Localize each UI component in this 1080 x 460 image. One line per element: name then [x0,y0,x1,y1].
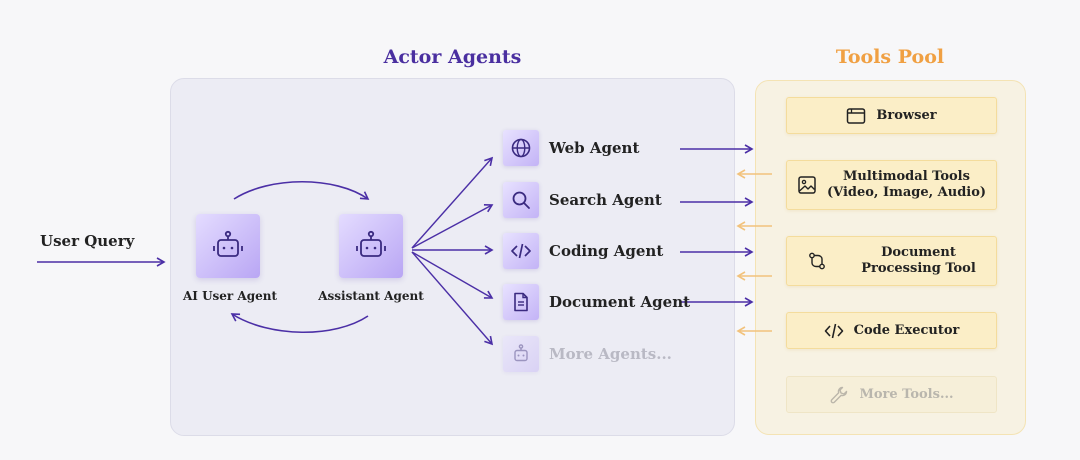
search-icon [512,191,530,209]
ai-user-agent-node [196,214,260,278]
tool-document-line2: Processing Tool [861,261,976,276]
tool-browser-label: Browser [876,107,937,123]
document-agent-node [503,284,539,320]
coding-agent-label: Coding Agent [549,242,664,260]
tool-multimodal-line1: Multimodal Tools [843,169,970,184]
tool-more-label: More Tools... [859,386,954,402]
tool-multimodal: Multimodal Tools (Video, Image, Audio) [786,160,997,210]
assistant-agent-node [339,214,403,278]
tools-pool-title: Tools Pool [835,46,945,68]
fan-arrow-more [411,251,494,346]
tool-document-processing: Document Processing Tool [786,236,997,286]
ai-user-agent-label: AI User Agent [182,289,278,303]
robot-icon [356,230,386,257]
code-icon [824,322,844,340]
tool-browser: Browser [786,97,997,134]
document-agent-label: Document Agent [549,293,691,311]
search-agent-node [503,182,539,218]
tool-document-line1: Document [881,245,956,260]
git-compare-icon [807,251,827,271]
tool-more: More Tools... [786,376,997,413]
tool-multimodal-line2: (Video, Image, Audio) [826,185,987,200]
more-agents-label: More Agents... [549,345,672,363]
fan-arrow-web [411,156,494,249]
tool-code-executor-label: Code Executor [853,322,960,338]
coding-agent-node [503,233,539,269]
fan-arrow-search [411,203,494,249]
web-agent-label: Web Agent [549,139,640,157]
browser-icon [846,107,866,125]
tool-code-executor: Code Executor [786,312,997,349]
search-agent-label: Search Agent [549,191,662,209]
robot-icon [514,344,528,362]
actor-agents-panel [170,78,735,436]
actor-agents-title: Actor Agents [383,46,522,68]
web-agent-node [503,130,539,166]
assistant-to-ai-arrow [230,313,369,334]
assistant-agent-label: Assistant Agent [318,289,424,303]
document-icon [514,292,528,312]
user-query-label: User Query [40,232,135,250]
wrench-icon [829,385,849,405]
code-icon [511,243,531,259]
ai-to-assistant-arrow [233,181,370,200]
image-icon [797,175,817,195]
more-agents-node [503,336,539,372]
globe-icon [511,138,531,158]
robot-icon [213,230,243,257]
fan-arrow-document [411,251,494,299]
